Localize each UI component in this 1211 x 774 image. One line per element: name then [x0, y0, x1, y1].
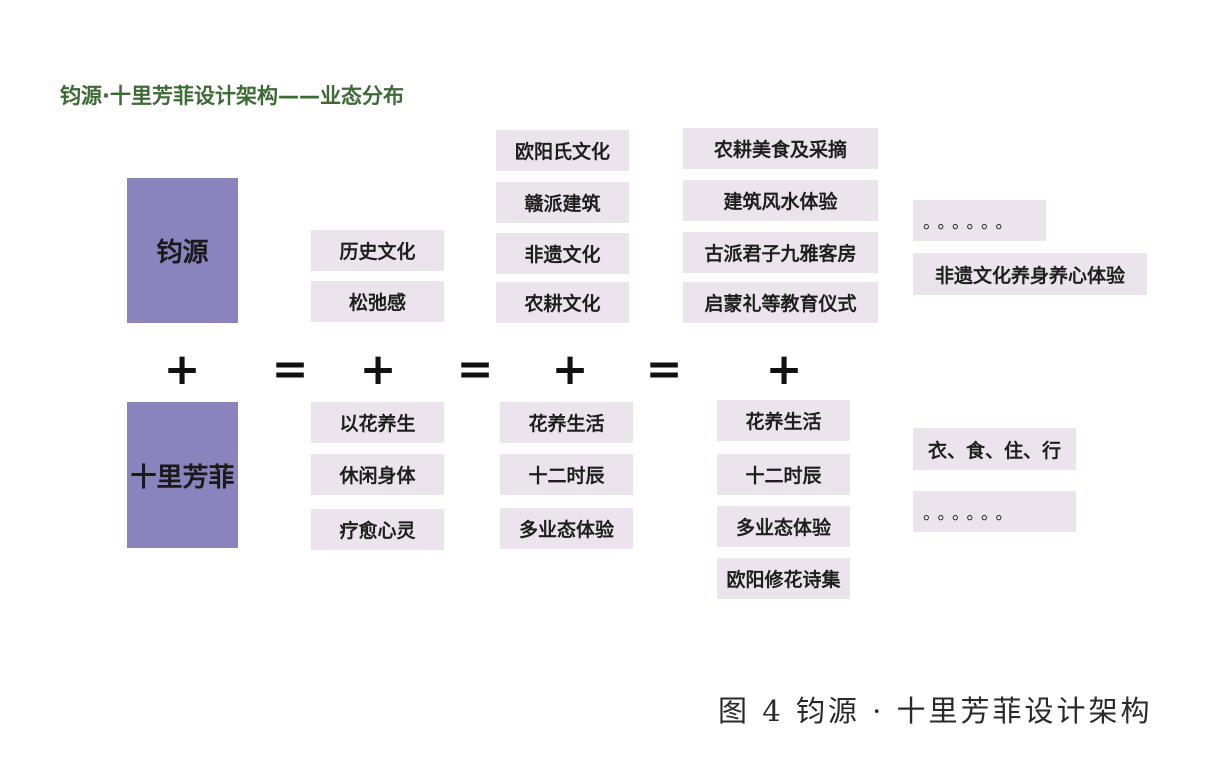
- item-box: 花养生活: [717, 400, 850, 441]
- item-box: 十二时辰: [500, 454, 633, 495]
- item-box: 农耕美食及采摘: [683, 128, 878, 169]
- ellipsis-box: 。。。。。。: [913, 491, 1076, 532]
- item-box: 花养生活: [500, 402, 633, 443]
- item-box: 非遗文化养身养心体验: [913, 253, 1147, 295]
- item-box: 启蒙礼等教育仪式: [683, 282, 878, 323]
- plus-operator: +: [551, 344, 589, 395]
- plus-operator: +: [359, 344, 397, 395]
- item-box: 建筑风水体验: [683, 180, 878, 221]
- item-box: 非遗文化: [496, 233, 629, 274]
- item-box: 欧阳氏文化: [496, 130, 629, 171]
- ellipsis-box: 。。。。。。: [913, 200, 1046, 241]
- item-box: 休闲身体: [311, 454, 444, 495]
- equals-operator: =: [456, 344, 494, 395]
- plus-operator: +: [163, 344, 201, 395]
- item-box: 欧阳修花诗集: [717, 558, 850, 599]
- item-box: 衣、食、住、行: [913, 428, 1076, 470]
- item-box: 十二时辰: [717, 454, 850, 495]
- main-box-junyuan: 钧源: [127, 178, 238, 323]
- equals-operator: =: [645, 344, 683, 395]
- figure-caption: 图 4 钧源 · 十里芳菲设计架构: [718, 694, 1153, 728]
- main-box-shilifangfei: 十里芳菲: [127, 402, 238, 548]
- item-box: 赣派建筑: [496, 182, 629, 223]
- item-box: 多业态体验: [717, 506, 850, 547]
- equals-operator: =: [271, 344, 309, 395]
- item-box: 疗愈心灵: [311, 509, 444, 550]
- plus-operator: +: [765, 344, 803, 395]
- item-box: 以花养生: [311, 402, 444, 443]
- item-box: 历史文化: [311, 230, 444, 271]
- diagram-title: 钧源·十里芳菲设计架构——业态分布: [60, 84, 404, 108]
- item-box: 农耕文化: [496, 282, 629, 323]
- item-box: 古派君子九雅客房: [683, 232, 878, 273]
- item-box: 松弛感: [311, 281, 444, 322]
- item-box: 多业态体验: [500, 508, 633, 549]
